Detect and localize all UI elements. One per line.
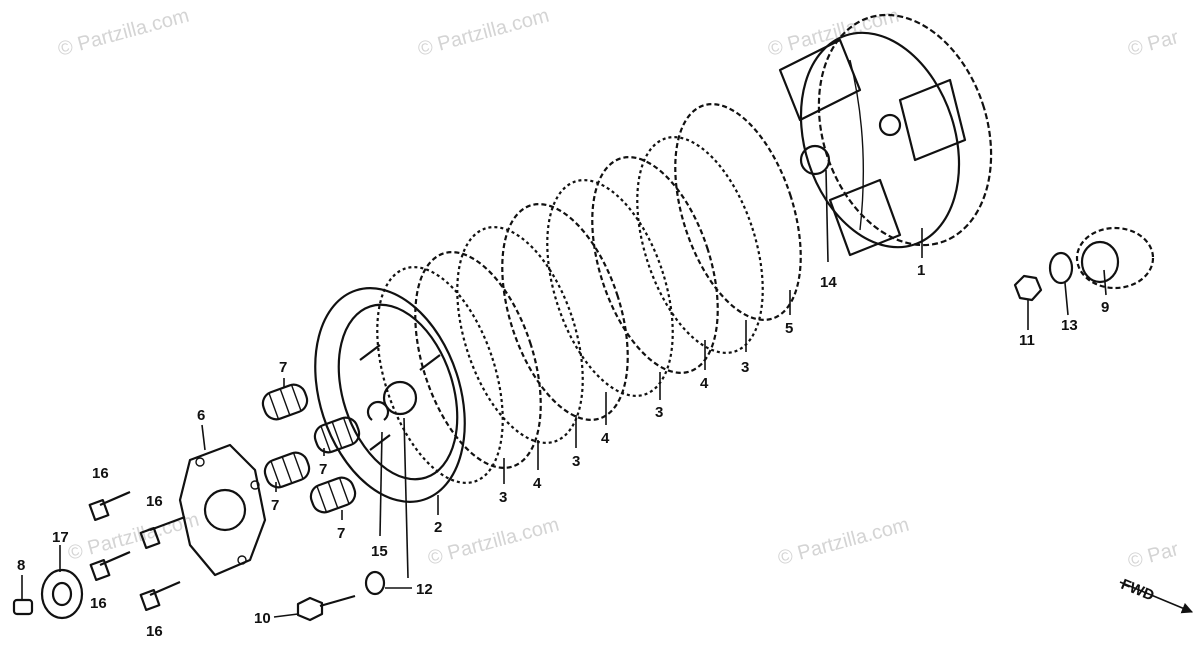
snap-ring-15 <box>366 400 390 421</box>
callout-2: 2 <box>434 519 442 536</box>
watermark: © Partzilla.com <box>66 509 202 565</box>
bolt-10 <box>296 594 356 622</box>
callout-13: 13 <box>1061 317 1078 334</box>
watermark: © Par <box>1126 538 1182 573</box>
watermarks: © Partzilla.com © Partzilla.com © Partzi… <box>56 5 1182 573</box>
watermark: © Partzilla.com <box>416 5 552 61</box>
callout-5: 5 <box>785 320 793 337</box>
callout-3: 3 <box>499 489 507 506</box>
nut-11 <box>1013 274 1043 302</box>
callout-labels: 1 2 3 3 3 3 4 4 4 5 6 7 7 7 7 8 9 10 11 … <box>17 262 1109 640</box>
fwd-label: FWD <box>1119 576 1157 605</box>
callout-7: 7 <box>319 461 327 478</box>
callout-17: 17 <box>52 529 69 546</box>
forward-arrow: FWD <box>1119 576 1194 614</box>
callout-7: 7 <box>271 497 279 514</box>
bearing-17 <box>40 568 84 620</box>
callout-6: 6 <box>197 407 205 424</box>
callout-8: 8 <box>17 557 25 574</box>
callout-4: 4 <box>700 375 709 392</box>
callout-12: 12 <box>416 581 433 598</box>
washer-13 <box>1048 251 1074 285</box>
watermark: © Par <box>1126 26 1182 61</box>
pressure-plate <box>314 287 466 503</box>
watermark: © Partzilla.com <box>56 5 192 61</box>
callout-3: 3 <box>655 404 663 421</box>
callout-16: 16 <box>90 595 107 612</box>
callout-15: 15 <box>371 543 388 560</box>
watermark: © Partzilla.com <box>426 514 562 570</box>
primary-drive-gear-9 <box>1075 226 1155 290</box>
washer-12 <box>364 570 386 596</box>
lifter-rod-end-8 <box>12 598 34 616</box>
callout-14: 14 <box>820 274 837 291</box>
callout-3: 3 <box>572 453 580 470</box>
callout-16: 16 <box>146 493 163 510</box>
callout-10: 10 <box>254 610 271 627</box>
callout-11: 11 <box>1019 332 1035 349</box>
callout-7: 7 <box>337 525 345 542</box>
watermark: © Partzilla.com <box>766 5 902 61</box>
callout-1: 1 <box>917 262 925 279</box>
leader-lines <box>21 169 1107 618</box>
watermark: © Partzilla.com <box>776 514 912 570</box>
callout-7: 7 <box>279 359 287 376</box>
callout-16: 16 <box>92 465 109 482</box>
clutch-outer-housing <box>778 13 993 257</box>
callout-4: 4 <box>601 430 610 447</box>
bolts-16 <box>88 490 186 612</box>
callout-9: 9 <box>1101 299 1109 316</box>
lifter-plate <box>178 443 267 577</box>
callout-3: 3 <box>741 359 749 376</box>
callout-4: 4 <box>533 475 542 492</box>
clutch-springs <box>261 383 361 514</box>
clutch-plate-stack <box>376 103 802 484</box>
callout-16: 16 <box>146 623 163 640</box>
